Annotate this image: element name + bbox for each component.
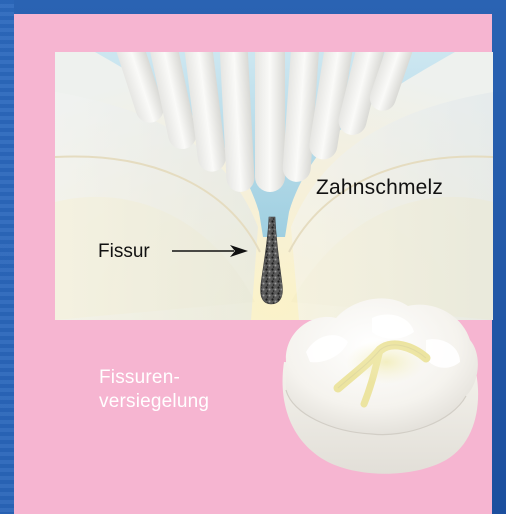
enamel-label: Zahnschmelz — [316, 176, 443, 200]
fissure-label: Fissur — [98, 241, 150, 263]
right-arrow-icon — [172, 243, 248, 259]
sealant-label-line-2: versiegelung — [99, 390, 279, 414]
left-stripe-border — [0, 0, 14, 514]
sealant-label: Fissuren- versiegelung — [99, 366, 279, 414]
molar-tooth-icon — [276, 292, 484, 482]
sealant-label-line-1: Fissuren- — [99, 366, 279, 390]
